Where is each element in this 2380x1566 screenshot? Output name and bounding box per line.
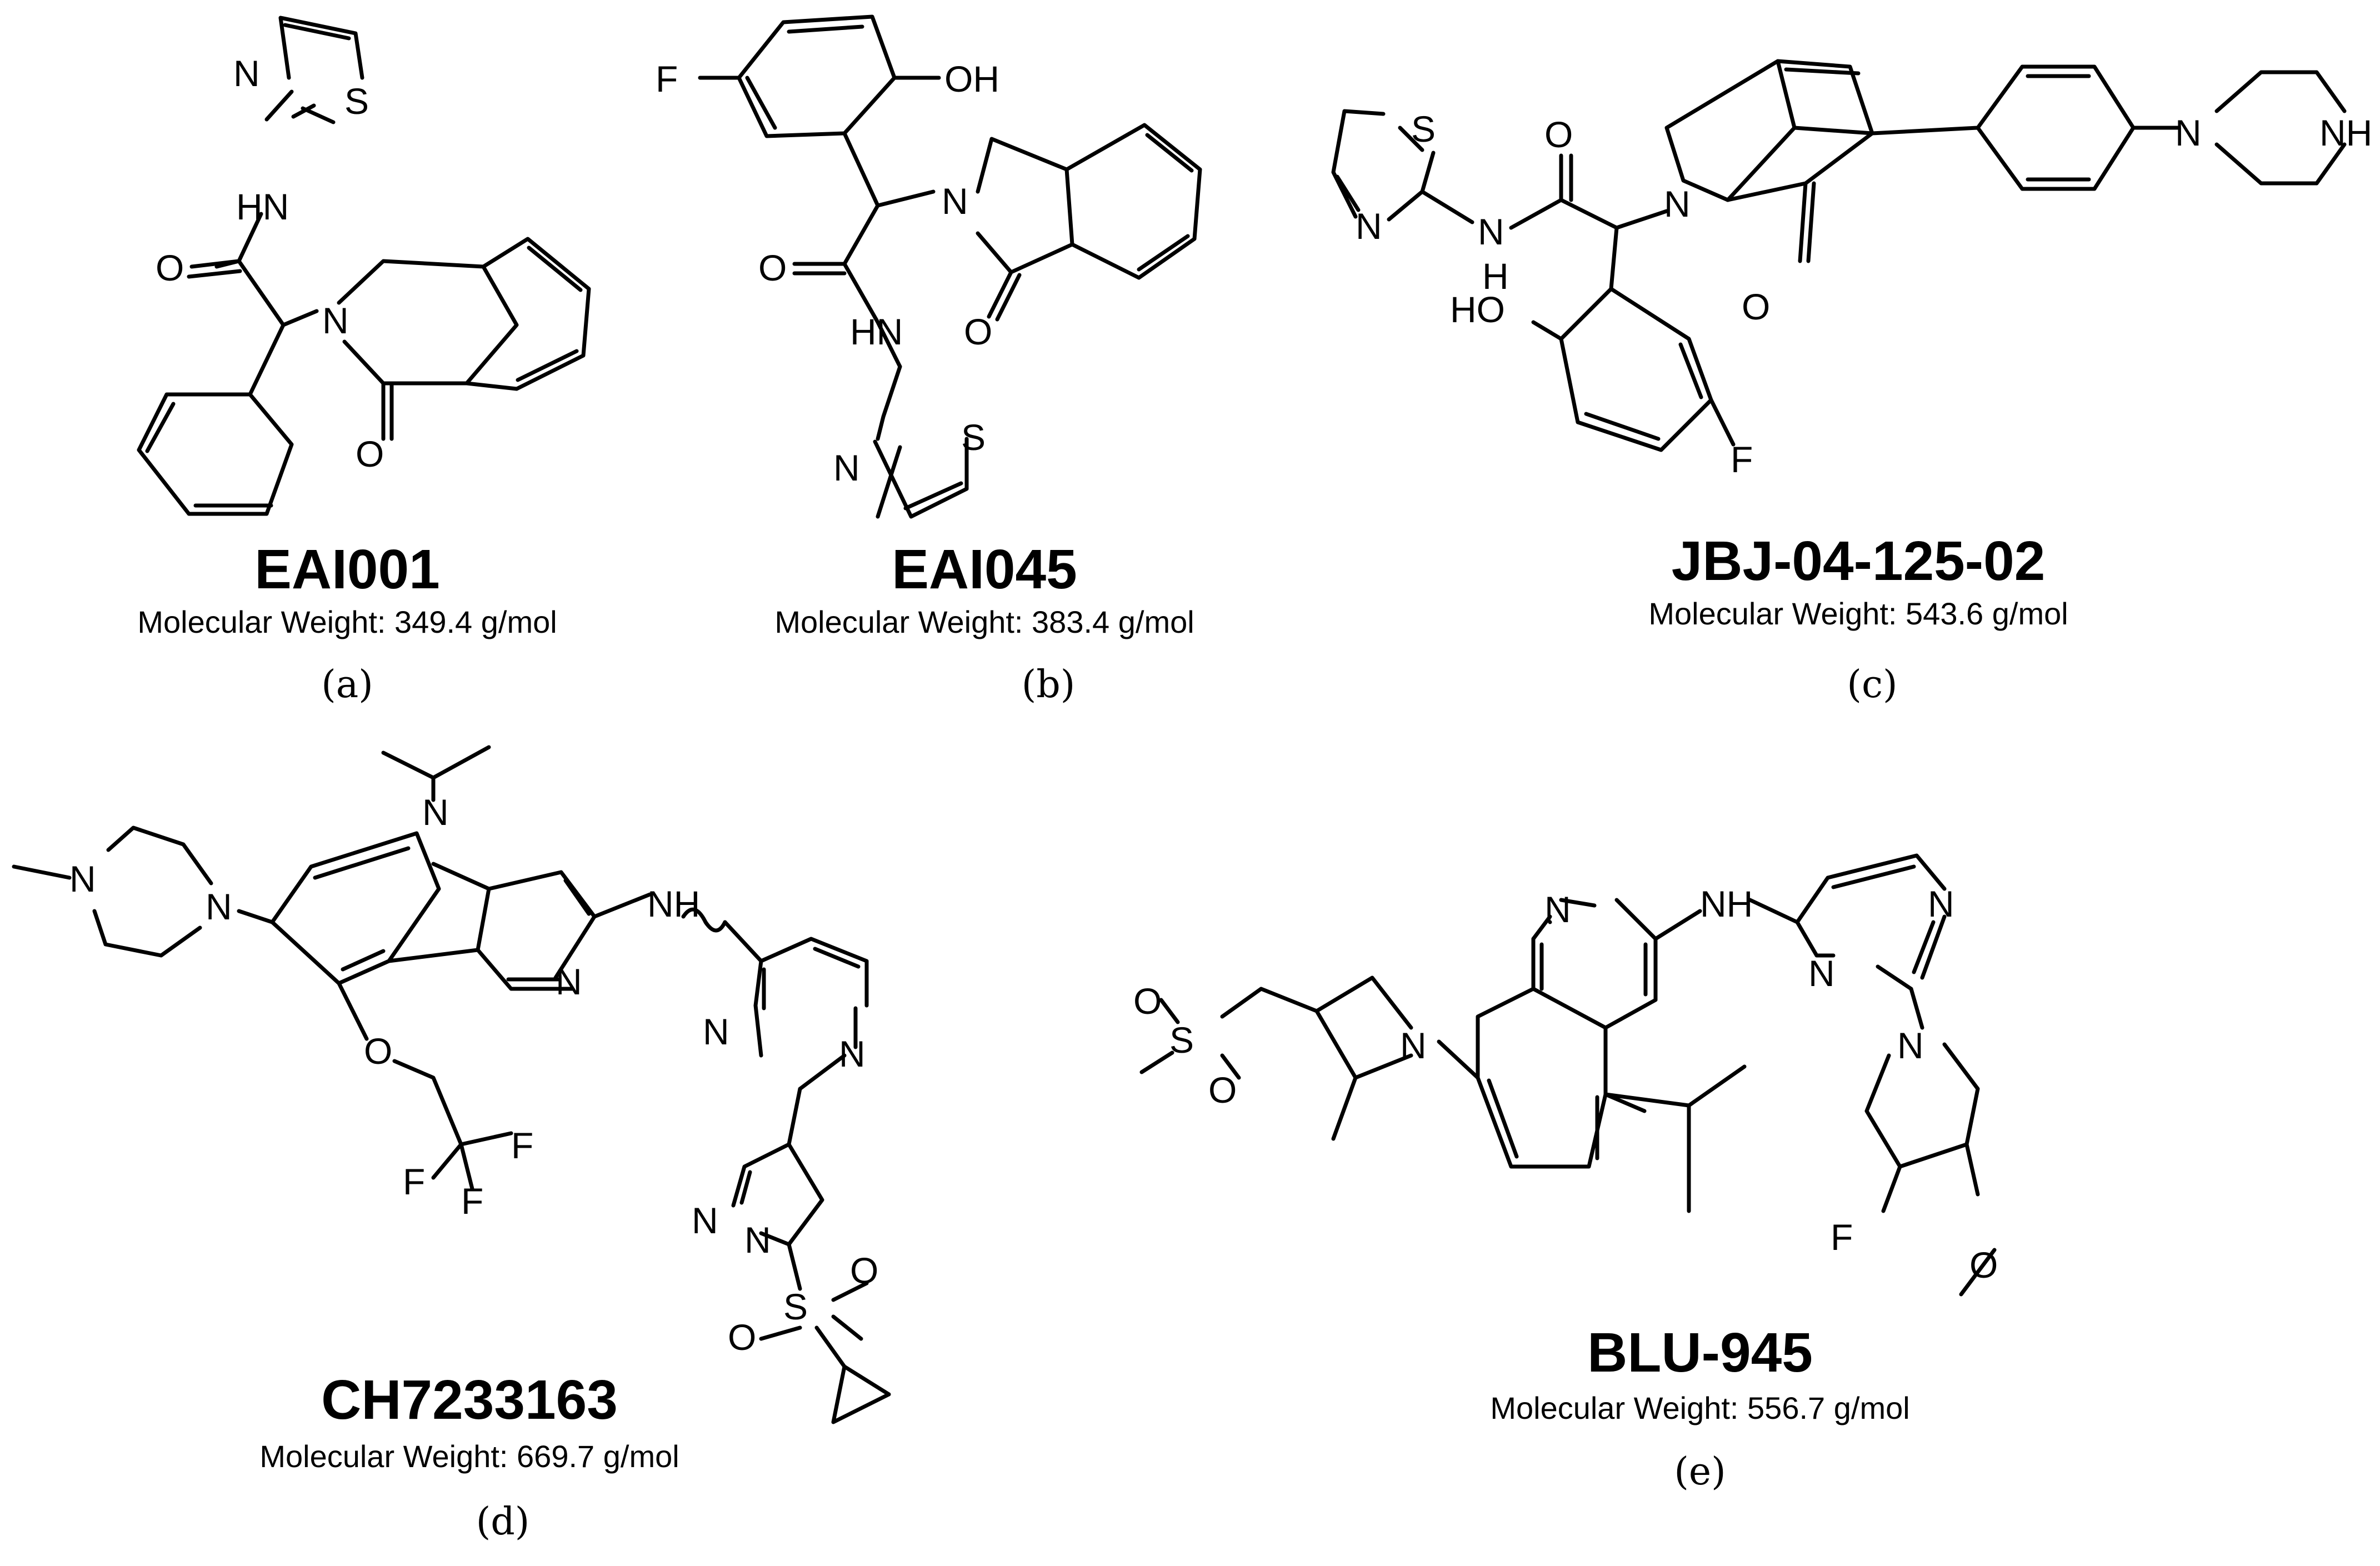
atom-label: N (942, 181, 968, 222)
atom-label: N (2175, 112, 2202, 153)
atom-label: O (1133, 980, 1162, 1022)
atom-label: F (403, 1161, 425, 1202)
compound-name: BLU-945 (1587, 1322, 1813, 1384)
atom-label: F (1731, 439, 1753, 480)
molecular-weight: Molecular Weight: 543.6 g/mol (1648, 596, 2068, 631)
atom-label: O (156, 247, 184, 288)
atom-label: F (656, 58, 678, 99)
atom-label: HN (236, 186, 289, 227)
atom-label: S (344, 81, 369, 122)
atom-label: NH (647, 883, 700, 924)
molecular-weight: Molecular Weight: 383.4 g/mol (774, 604, 1194, 639)
atom-label: NH (1700, 883, 1753, 924)
atom-label: N (703, 1011, 729, 1052)
compound-name: JBJ-04-125-02 (1671, 530, 2046, 592)
atom-label: NH (2319, 112, 2372, 153)
atom-label: N (322, 300, 349, 341)
atom-label: N (206, 886, 232, 927)
panel-letter: (c) (1847, 663, 1898, 707)
atom-label: F (511, 1125, 533, 1166)
panel-letter: (e) (1674, 1450, 1726, 1494)
atom-label: N (744, 1219, 771, 1260)
atom-label: N (1478, 211, 1504, 252)
panel-letter: (d) (476, 1500, 530, 1544)
atom-label: N (422, 792, 449, 833)
atom-label: O (1742, 286, 1770, 327)
atom-label: N (1808, 953, 1835, 994)
atom-label: HN (850, 311, 903, 352)
atom-label: O (1969, 1244, 1998, 1285)
atom-label: N (692, 1200, 718, 1241)
atom-label: S (961, 417, 986, 458)
panel-letter: (b) (1021, 663, 1076, 707)
molecular-weight: Molecular Weight: 669.7 g/mol (259, 1439, 679, 1474)
atom-label: S (783, 1286, 808, 1327)
atom-label: N (833, 447, 860, 488)
atom-label: S (1169, 1019, 1194, 1060)
atom-label: N (233, 53, 260, 94)
atom-label: N (839, 1033, 866, 1074)
molecular-weight: Molecular Weight: 556.7 g/mol (1490, 1390, 1910, 1425)
atom-label: H (1482, 256, 1509, 297)
atom-label: O (1208, 1069, 1237, 1110)
atom-label: OH (944, 58, 999, 99)
atom-label: O (758, 247, 787, 288)
compound-name: EAI045 (892, 538, 1077, 601)
atom-label: N (556, 961, 582, 1002)
atom-label: N (1897, 1025, 1924, 1066)
atom-label: HO (1450, 289, 1505, 330)
atom-label: N (1928, 883, 1954, 924)
atom-label: F (1831, 1217, 1853, 1258)
atom-label: N (1544, 889, 1571, 930)
atom-label: N (69, 858, 96, 899)
atom-label: O (964, 311, 992, 352)
atom-label: S (1411, 108, 1436, 149)
molecular-weight: Molecular Weight: 349.4 g/mol (137, 604, 557, 639)
atom-label: O (1544, 114, 1573, 155)
atom-label: O (728, 1317, 756, 1358)
atom-label: N (1400, 1025, 1427, 1066)
atom-label: F (461, 1180, 483, 1222)
panel-letter: (a) (321, 663, 373, 707)
atom-label: N (1664, 183, 1691, 224)
compound-name: EAI001 (254, 538, 440, 601)
atom-label: O (850, 1250, 878, 1291)
atom-label: O (364, 1030, 392, 1072)
atom-label: O (356, 433, 384, 474)
compound-name: CH7233163 (321, 1369, 618, 1431)
atom-label: N (1356, 206, 1382, 247)
